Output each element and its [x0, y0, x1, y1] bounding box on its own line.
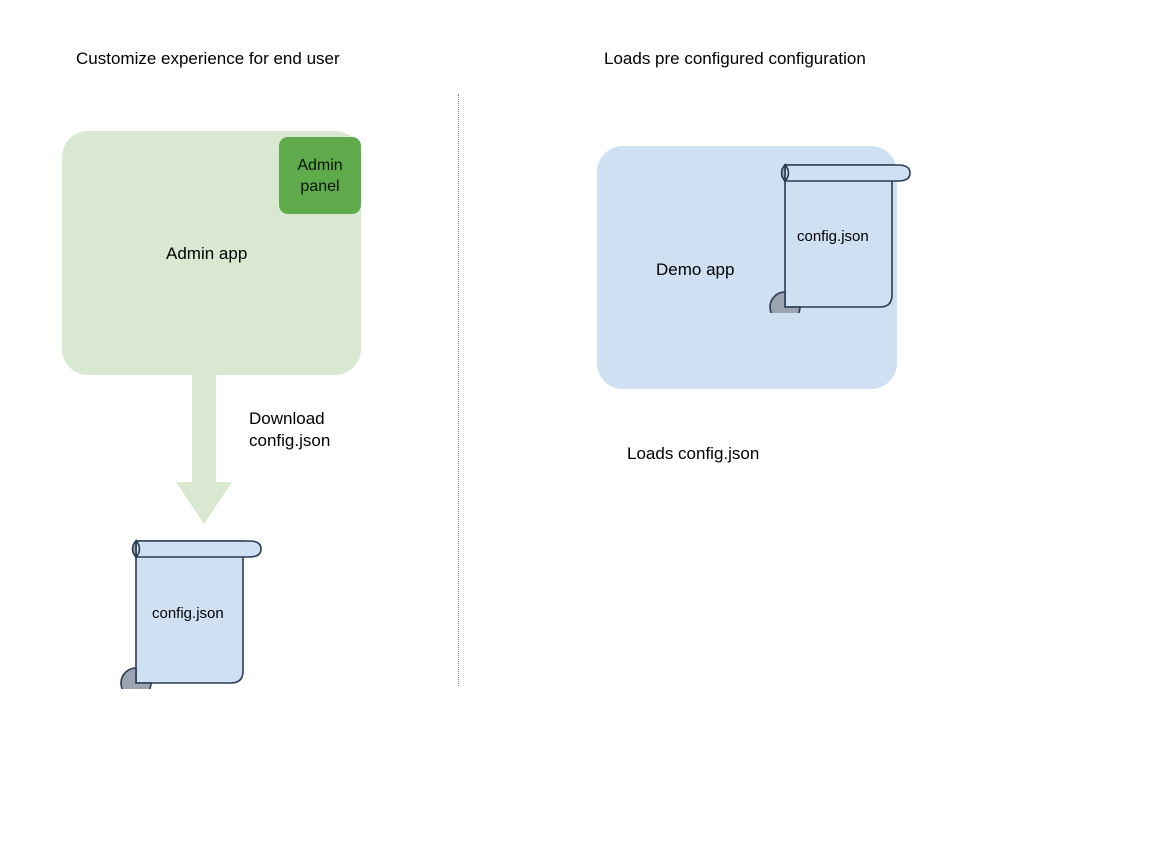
admin-panel-label: Admin panel — [297, 155, 342, 197]
admin-app-label: Admin app — [166, 244, 248, 263]
admin-panel-chip[interactable]: Admin panel — [279, 137, 361, 214]
config-json-document-left[interactable] — [118, 527, 268, 689]
loads-config-caption: Loads config.json — [627, 444, 760, 463]
config-json-document-right[interactable] — [767, 151, 917, 313]
config-json-label-left: config.json — [152, 605, 224, 622]
download-arrow-icon — [176, 372, 232, 524]
admin-panel-label-line1: Admin — [297, 156, 343, 174]
config-json-label-right: config.json — [797, 228, 869, 245]
right-column-heading: Loads pre configured configuration — [604, 49, 866, 68]
download-arrow-label-line2: config.json — [249, 431, 331, 450]
admin-panel-label-line2: panel — [300, 177, 340, 195]
demo-app-label: Demo app — [656, 260, 735, 279]
left-column-heading: Customize experience for end user — [76, 49, 340, 68]
column-divider — [458, 94, 459, 686]
download-arrow-label: Download config.json — [249, 408, 330, 452]
download-arrow-label-line1: Download — [249, 409, 325, 428]
